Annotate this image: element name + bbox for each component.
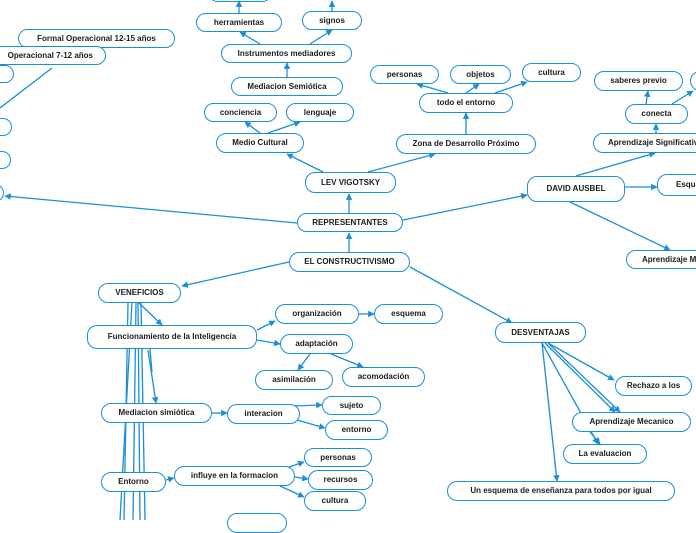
node-medio-cultural[interactable]: Medio Cultural [216,133,304,153]
partial-node-bottom[interactable] [227,513,287,533]
connector-11 [239,31,261,45]
connector-38 [297,353,311,371]
connector-51 [547,342,621,413]
node-objetos[interactable]: objetos [450,65,511,84]
node-el-constructivismo[interactable]: EL CONSTRUCTIVISMO [289,252,410,272]
connector-43 [165,476,175,483]
node-cultura-top[interactable]: cultura [522,63,581,82]
node-esquemas-right[interactable]: Esquemas [657,174,696,196]
connector-2 [4,193,298,224]
connector-21 [569,201,671,251]
node-todo-el-entorno[interactable]: todo el entorno [419,93,513,113]
node-zona-desarrollo-proximo[interactable]: Zona de Desarrollo Próximo [396,134,536,154]
connector-52 [589,431,601,445]
node-lev-vigotsky[interactable]: LEV VIGOTSKY [305,172,396,193]
node-mediacion-semiotica[interactable]: Mediacion simiótica [101,403,212,423]
connector-33 [147,349,159,404]
node-signos[interactable]: signos [302,11,362,30]
node-aprendizaje-mecanico[interactable]: Aprendizaje Mecanico [572,412,691,432]
node-sujeto[interactable]: sujeto [322,396,381,415]
node-adaptacion[interactable]: adaptación [280,334,353,354]
connector-23 [643,90,651,105]
connector-16 [416,82,449,94]
node-entorno-sub[interactable]: entorno [325,420,388,440]
connector-7 [367,152,436,173]
connector-47 [547,342,615,381]
node-personas-top[interactable]: personas [370,65,439,84]
node-representantes[interactable]: REPRESENTANTES [297,213,403,232]
node-organizacion[interactable]: organización [275,304,359,324]
node-funcionamiento-inteligencia[interactable]: Funcionamiento de la Inteligencia [87,325,257,349]
node-recursos[interactable]: recursos [308,470,373,490]
connector-12 [309,29,333,45]
node-herramientas[interactable]: herramientas [196,13,282,32]
connector-27 [138,302,163,326]
connector-50 [541,342,560,482]
connector-39 [330,353,364,368]
node-instrumentos-mediadores[interactable]: Instrumentos mediadores [221,44,352,63]
node-influye-formacion[interactable]: influye en la formacion [174,466,295,486]
node-lenguaje[interactable]: lenguaje [286,103,354,122]
connector-45 [294,474,309,482]
connector-34 [149,348,153,373]
partial-node-top[interactable] [210,0,270,2]
partial-node-left-1[interactable] [0,65,14,83]
connector-35 [256,320,276,331]
node-mediacion-semiotica-top[interactable]: Mediacion Semiótica [231,77,343,96]
connector-46 [279,485,305,498]
node-rechazo[interactable]: Rechazo a los [615,376,692,396]
connector-8 [244,121,261,134]
connector-24 [671,90,694,105]
node-concreto-operacional[interactable]: Operacional 7-12 años [0,46,106,65]
connector-25 [0,67,53,109]
node-un-esquema-ensenanza[interactable]: Un esquema de enseñanza para todos por i… [447,481,675,501]
node-interacion[interactable]: interacion [227,404,300,424]
connector-48 [544,342,616,413]
connector-4 [181,261,290,288]
node-david-ausbel[interactable]: DAVID AUSBEL [527,176,625,202]
node-desventajas[interactable]: DESVENTAJAS [495,322,586,343]
node-conecta[interactable]: conecta [625,104,688,124]
node-personas[interactable]: personas [304,448,372,467]
node-beneficios[interactable]: VENEFICIOS [98,283,181,303]
connector-6 [286,153,324,173]
node-acomodacion[interactable]: acomodación [342,367,425,387]
connector-36 [256,339,281,347]
connector-17 [465,83,480,94]
connector-9 [267,120,301,134]
node-aprendizaje-significativo[interactable]: Aprendizaje Significativo [593,133,696,153]
node-saberes-previo[interactable]: saberes previo [594,71,683,91]
connector-3 [402,192,528,221]
node-entorno[interactable]: Entorno [101,472,166,492]
node-asimilacion[interactable]: asimilación [255,370,333,390]
connector-19 [575,151,656,177]
connector-18 [494,80,528,94]
node-la-evaluacion[interactable]: La evaluacion [563,444,647,464]
connector-5 [409,266,513,324]
node-esquema[interactable]: esquema [374,304,443,324]
node-conciencia[interactable]: conciencia [204,103,277,122]
node-cultura[interactable]: cultura [304,491,366,511]
node-aprendizaje-memoristico[interactable]: Aprendizaje Memorístico [626,250,696,269]
